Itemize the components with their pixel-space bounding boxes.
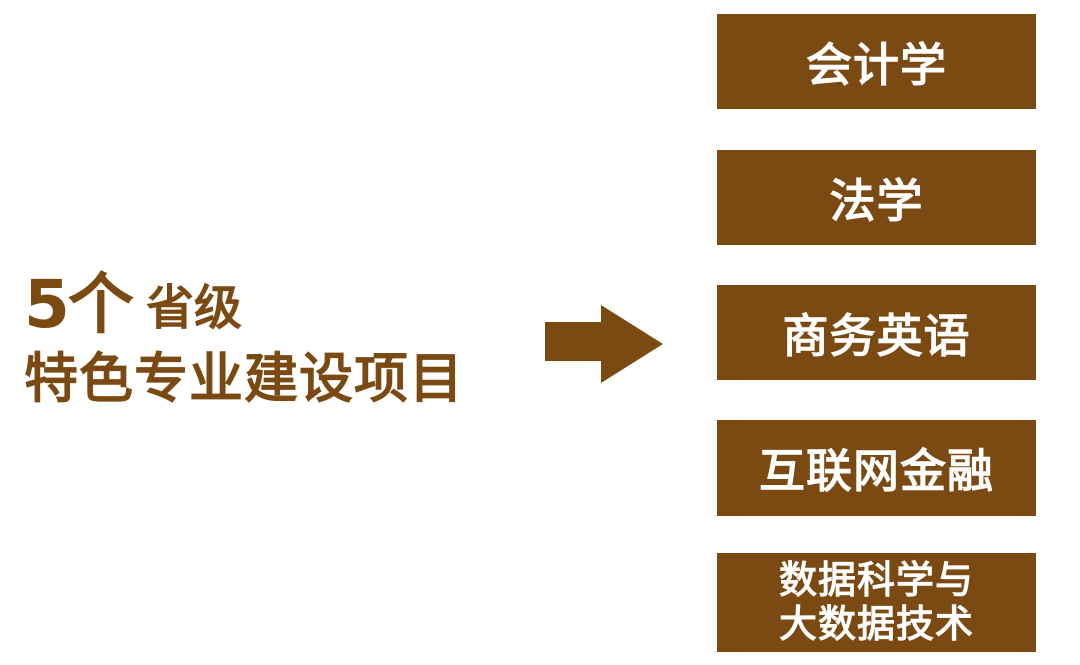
program-box-data-science: 数据科学与 大数据技术 bbox=[717, 553, 1036, 652]
program-label: 互联网金融 bbox=[759, 444, 994, 498]
project-count: 5个 bbox=[24, 266, 134, 343]
program-label: 商务英语 bbox=[782, 308, 971, 363]
program-label: 会计学 bbox=[806, 37, 947, 92]
program-box-accounting: 会计学 bbox=[717, 14, 1036, 109]
program-box-internet-finance: 互联网金融 bbox=[717, 420, 1036, 516]
right-arrow-icon bbox=[545, 305, 663, 383]
program-label-line2: 大数据技术 bbox=[778, 601, 974, 646]
program-label: 法学 bbox=[829, 173, 924, 228]
program-box-business-english: 商务英语 bbox=[717, 285, 1036, 380]
headline-line1: 5个 省级 bbox=[24, 262, 464, 338]
program-box-law: 法学 bbox=[717, 150, 1036, 245]
headline: 5个 省级 特色专业建设项目 bbox=[24, 262, 464, 406]
program-label-line1: 数据科学与 bbox=[778, 557, 974, 602]
project-level: 省级 bbox=[145, 280, 242, 336]
headline-subtitle: 特色专业建设项目 bbox=[24, 347, 464, 410]
